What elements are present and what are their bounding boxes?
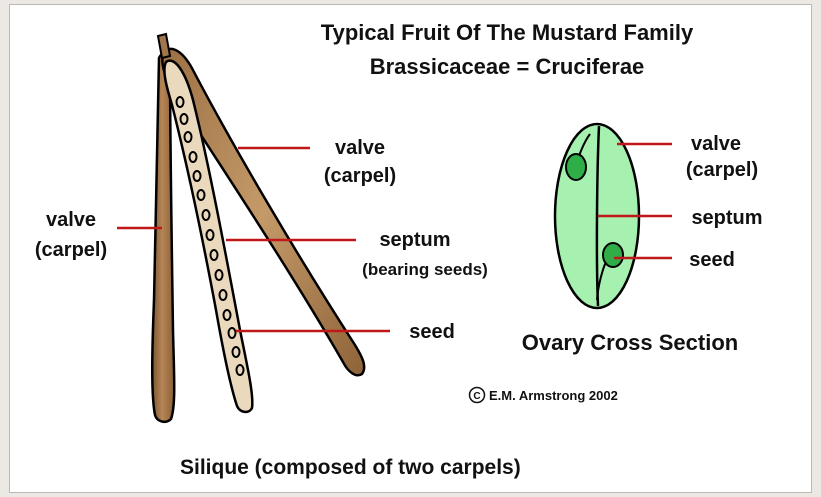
copyright-symbol: C (473, 391, 480, 402)
ovary-seed-bottom (603, 243, 623, 267)
label-cs-seed: seed (689, 249, 735, 271)
label-cs-septum: septum (691, 207, 762, 229)
label-seed: seed (409, 321, 455, 343)
label-bearing-seeds: (bearing seeds) (362, 260, 488, 279)
label-cs-valve: valve (691, 133, 741, 155)
label-carpel-right: (carpel) (324, 165, 396, 187)
label-carpel-left: (carpel) (35, 239, 107, 261)
title-line-1: Typical Fruit Of The Mustard Family (321, 20, 694, 45)
ovary-seed-top (566, 154, 586, 180)
silique-caption: Silique (composed of two carpels) (180, 456, 521, 479)
label-valve-left: valve (46, 209, 96, 231)
left-valve-shape (152, 53, 174, 422)
label-valve-right: valve (335, 137, 385, 159)
label-ovary-cross-section: Ovary Cross Section (522, 330, 738, 355)
copyright-text: E.M. Armstrong 2002 (489, 388, 618, 403)
label-septum: septum (379, 229, 450, 251)
title-line-2: Brassicaceae = Cruciferae (370, 54, 645, 79)
label-cs-carpel: (carpel) (686, 159, 758, 181)
